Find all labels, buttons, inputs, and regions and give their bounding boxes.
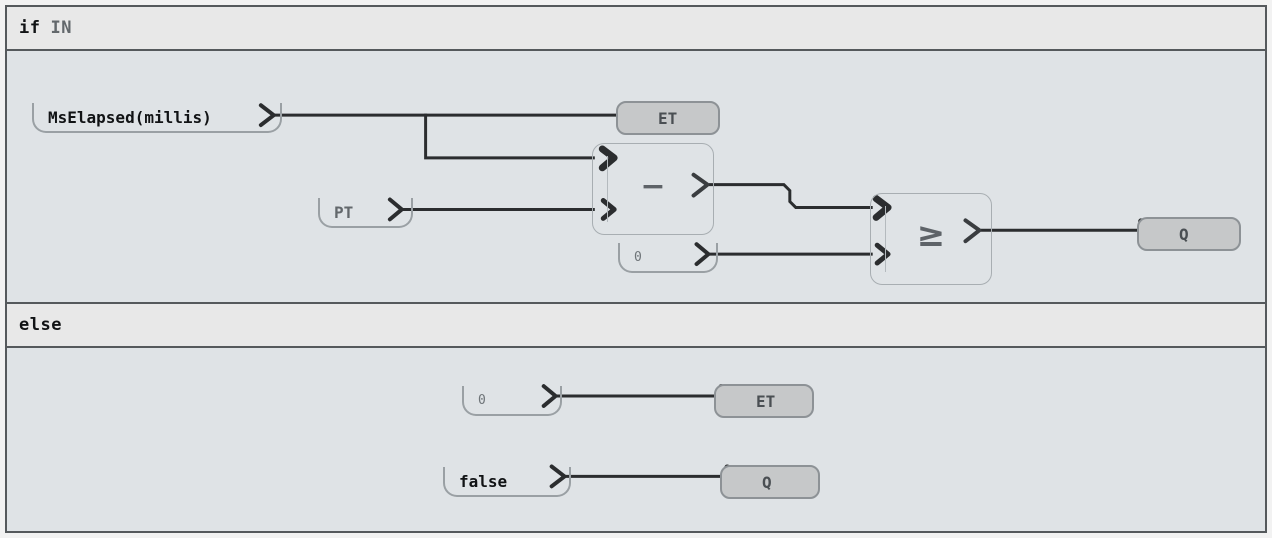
- if-keyword: if: [19, 18, 41, 38]
- wire-mselapsed-to-subtract: [424, 113, 595, 160]
- if-branch-header[interactable]: if IN: [7, 7, 1265, 51]
- greater-equal-block[interactable]: ≥: [870, 193, 992, 285]
- sink-label-et-else: ET: [756, 391, 776, 411]
- source-label-pt: PT: [334, 202, 354, 222]
- source-node-zero-else[interactable]: 0: [462, 386, 562, 416]
- subtract-symbol: −: [640, 169, 666, 204]
- wire-subtract-to-gte: [708, 183, 873, 209]
- source-label-false: false: [459, 471, 508, 491]
- source-label-zero-else: 0: [478, 392, 486, 408]
- sink-node-q-else[interactable]: Q: [720, 465, 820, 499]
- source-node-false[interactable]: false: [443, 467, 571, 497]
- source-label-zero: 0: [634, 249, 642, 265]
- gte-input-rail: [885, 206, 886, 272]
- source-node-zero[interactable]: 0: [618, 243, 718, 273]
- sink-node-q[interactable]: Q: [1137, 217, 1241, 251]
- source-node-pt[interactable]: PT: [318, 198, 413, 228]
- if-condition-label[interactable]: IN: [50, 18, 72, 38]
- source-node-mselapsed[interactable]: MsElapsed(millis): [32, 103, 282, 133]
- subtract-input-rail: [607, 156, 608, 222]
- sink-node-et-else[interactable]: ET: [714, 384, 814, 418]
- source-label-mselapsed: MsElapsed(millis): [48, 107, 212, 127]
- subtract-block[interactable]: −: [592, 143, 714, 235]
- sink-label-q: Q: [1179, 224, 1189, 244]
- else-keyword: else: [19, 315, 62, 335]
- diagram-frame: if IN else: [5, 5, 1267, 533]
- sink-node-et[interactable]: ET: [616, 101, 720, 135]
- sink-label-et: ET: [658, 108, 678, 128]
- gte-symbol: ≥: [916, 215, 946, 255]
- sink-label-q-else: Q: [762, 472, 772, 492]
- else-branch-header[interactable]: else: [7, 302, 1265, 348]
